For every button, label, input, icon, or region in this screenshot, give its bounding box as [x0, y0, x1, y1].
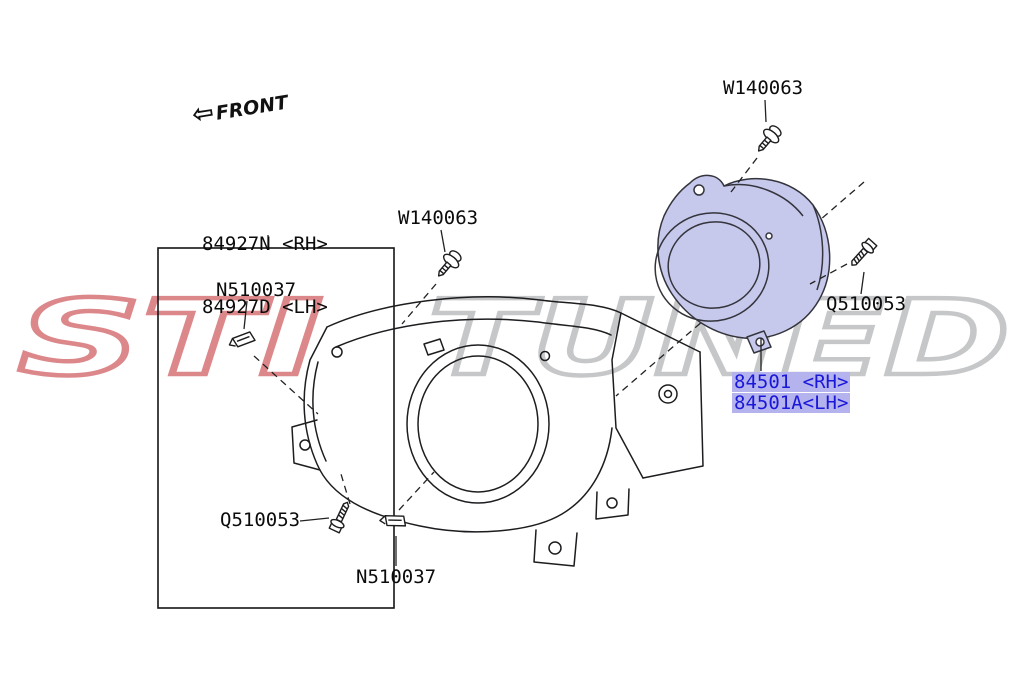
grouping-box	[157, 247, 395, 609]
part-84501-rh: 84501 <RH>	[732, 371, 851, 393]
part-label-84501-highlighted: 84501 <RH> 84501A<LH>	[732, 371, 851, 414]
dashed-leaders	[253, 157, 848, 511]
part-84927-rh: 84927N <RH>	[202, 233, 328, 255]
part-84927-lh: 84927D <LH>	[202, 296, 328, 318]
part-label-w140063-top: W140063	[723, 77, 804, 99]
part-label-n510037-upper: N510037	[216, 279, 297, 301]
part-84501-lh: 84501A<LH>	[732, 392, 851, 414]
part-label-q510053-right: Q510053	[826, 293, 907, 315]
bracket-drawing	[291, 296, 704, 567]
dashed-leader-long	[615, 181, 865, 397]
push-screw-icon-top	[751, 121, 786, 158]
tapping-screw-icon-bottom	[327, 498, 355, 535]
front-arrow-icon: ⇦	[189, 97, 217, 131]
part-label-n510037-lower: N510037	[356, 566, 437, 588]
watermark-left-text: STI	[18, 277, 323, 399]
leader-lines	[243, 99, 865, 566]
part-label-w140063-mid: W140063	[398, 207, 479, 229]
foglight-drawing	[654, 174, 831, 354]
tapping-screw-icon-right	[846, 236, 879, 271]
part-label-84927: 84927N <RH> 84927D <LH>	[202, 192, 328, 360]
part-label-q510053-bottom: Q510053	[220, 509, 301, 531]
